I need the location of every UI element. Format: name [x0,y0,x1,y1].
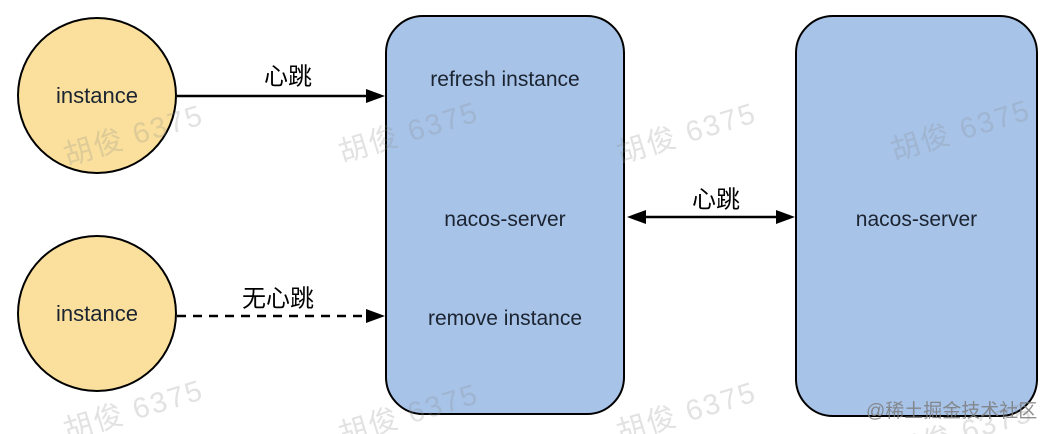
nacos-server-node-right: nacos-server [795,15,1038,417]
heartbeat-label-top: 心跳 [264,63,312,91]
refresh-instance-label: refresh instance [430,68,580,91]
heartbeat-label-middle: 心跳 [692,186,740,214]
nacos-server-node-left: refresh instance nacos-server remove ins… [385,15,625,415]
no-heartbeat-label: 无心跳 [242,285,314,313]
instance-label: instance [56,300,138,326]
author-watermark: 胡俊 6375 [613,376,761,434]
nacos-server-label: nacos-server [444,208,566,231]
remove-instance-label: remove instance [427,307,583,330]
instance-node-bottom: instance [17,235,177,392]
instance-label: instance [56,82,138,108]
instance-node-top: instance [17,17,177,174]
nacos-server-label: nacos-server [855,208,978,231]
author-watermark: 胡俊 6375 [613,97,761,171]
